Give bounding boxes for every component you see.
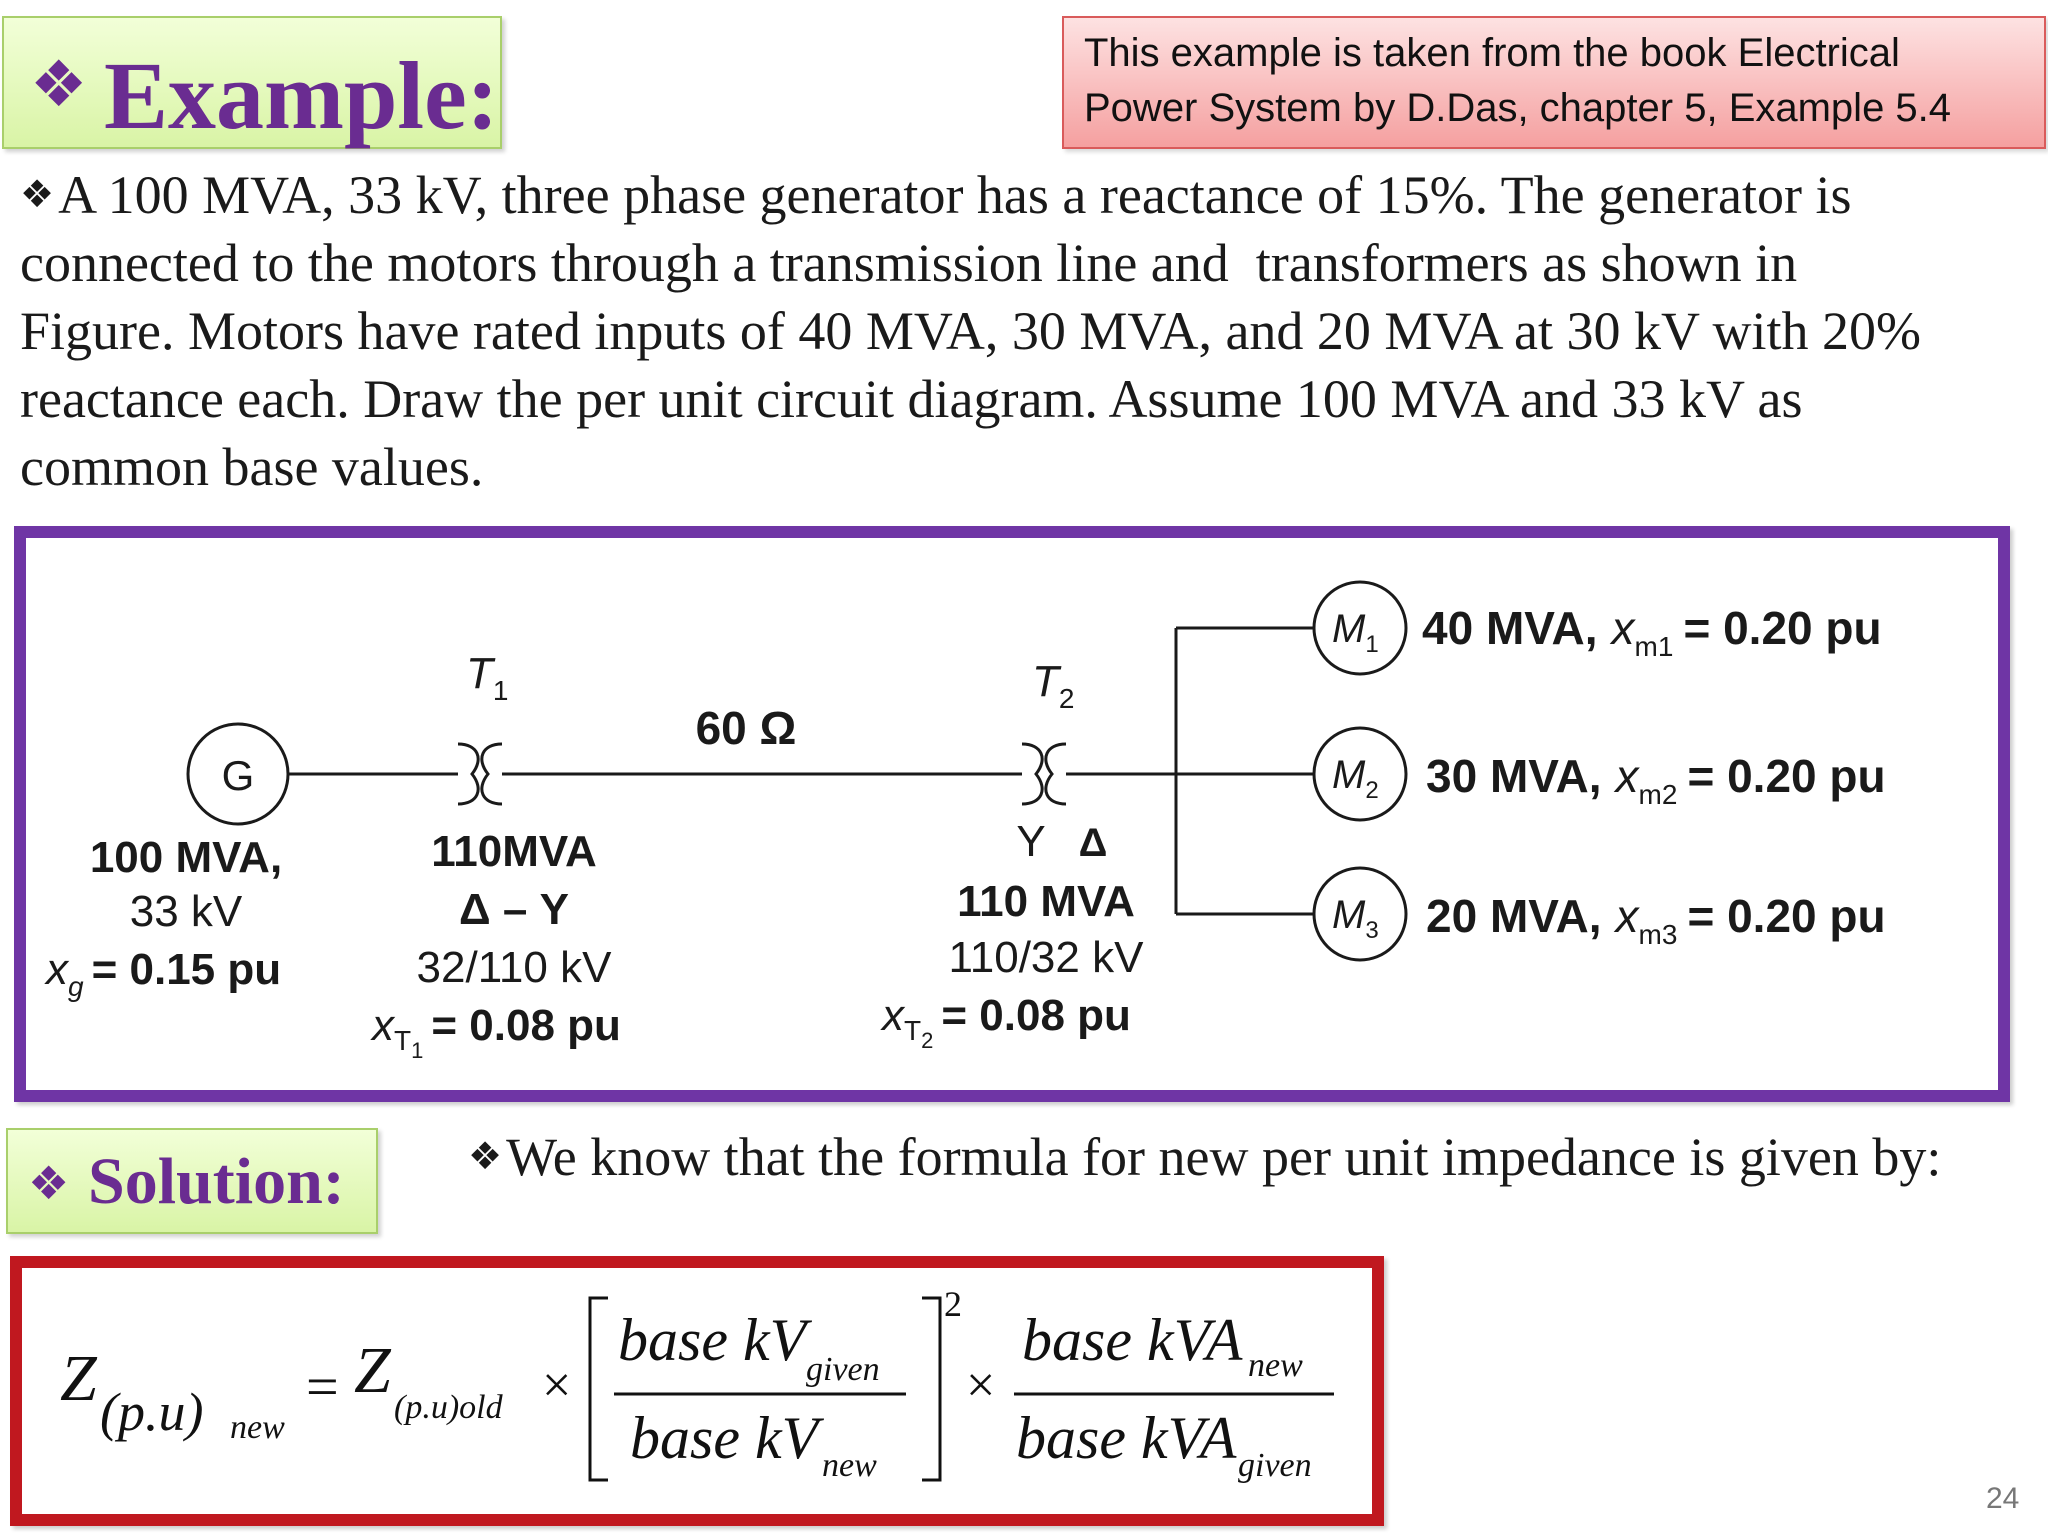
- t1-connection: Δ – Y: [459, 885, 569, 934]
- kv-denominator-subscript: new: [822, 1447, 877, 1484]
- solution-heading: Solution:: [88, 1145, 345, 1218]
- t1-primary-coil: [457, 742, 480, 806]
- diamond-bullet-icon: ❖: [28, 1156, 70, 1210]
- generator-rating: 100 MVA,: [90, 833, 282, 882]
- problem-statement: ❖A 100 MVA, 33 kV, three phase generator…: [20, 160, 2030, 501]
- t2-reactance: xT2= 0.08 pu: [880, 991, 1131, 1053]
- generator-reactance: xg= 0.15 pu: [44, 945, 281, 1002]
- t2-name: T2: [1032, 657, 1074, 714]
- kva-numerator: base kVA: [1022, 1307, 1243, 1373]
- t1-name: T1: [466, 649, 508, 706]
- square-bracket: [588, 1296, 942, 1482]
- t2-ratio: 110/32 kV: [949, 933, 1145, 982]
- z-old-symbol: Z: [354, 1334, 392, 1407]
- t1-rating: 110MVA: [431, 827, 597, 876]
- motor-3-label: 20 MVA,xm3= 0.20 pu: [1426, 890, 1886, 950]
- per-unit-formula: Z (p.u) new = Z (p.u)old × 2 base kV giv…: [60, 1284, 1334, 1484]
- formula-frame: Z (p.u) new = Z (p.u)old × 2 base kV giv…: [10, 1256, 1384, 1526]
- motor-2-label: 30 MVA,xm2= 0.20 pu: [1426, 750, 1886, 810]
- example-heading: Example:: [104, 42, 499, 149]
- motor-1-circle: [1312, 580, 1408, 676]
- kv-denominator: base kV: [630, 1405, 825, 1471]
- circuit-diagram-frame: G 100 MVA, 33 kV xg= 0.15 pu T1 110MVA Δ…: [14, 526, 2010, 1102]
- z-new-subscript-label: new: [230, 1409, 285, 1446]
- bracket-exponent: 2: [944, 1284, 962, 1324]
- z-new-symbol: Z: [60, 1342, 98, 1415]
- generator-voltage: 33 kV: [130, 887, 243, 936]
- problem-line-3: Figure. Motors have rated inputs of 40 M…: [20, 301, 1921, 361]
- t2-winding-right: Δ: [1079, 821, 1108, 865]
- z-new-subscript: (p.u): [100, 1382, 203, 1442]
- solution-heading-box: ❖ Solution:: [6, 1128, 378, 1234]
- diamond-bullet-icon: ❖: [468, 1134, 503, 1178]
- t1-ratio: 32/110 kV: [417, 943, 613, 992]
- generator-symbol: G: [222, 752, 255, 799]
- kva-numerator-subscript: new: [1248, 1347, 1303, 1384]
- problem-line-5: common base values.: [20, 437, 484, 497]
- equals-sign: =: [306, 1354, 339, 1419]
- motor-2-symbol: M2: [1332, 753, 1379, 804]
- diamond-bullet-icon: ❖: [30, 48, 88, 122]
- motor-2-circle: [1312, 726, 1408, 822]
- motor-3-symbol: M3: [1332, 893, 1379, 944]
- kva-denominator-subscript: given: [1238, 1447, 1312, 1484]
- t2-primary-coil: [1021, 742, 1044, 806]
- multiply-sign-2: ×: [966, 1357, 995, 1414]
- kv-numerator: base kV: [618, 1307, 813, 1373]
- diamond-bullet-icon: ❖: [20, 172, 55, 216]
- reference-note: This example is taken from the book Elec…: [1062, 16, 2046, 149]
- problem-line-1: ❖A 100 MVA, 33 kV, three phase generator…: [20, 165, 1852, 225]
- z-old-subscript: (p.u)old: [394, 1389, 504, 1426]
- problem-line-4: reactance each. Draw the per unit circui…: [20, 369, 1803, 429]
- problem-line-2: connected to the motors through a transm…: [20, 233, 1798, 293]
- motor-1-label: 40 MVA,xm1= 0.20 pu: [1422, 602, 1882, 662]
- t1-secondary-coil: [480, 742, 503, 806]
- motor-1-symbol: M1: [1332, 607, 1379, 658]
- reference-line-2: Power System by D.Das, chapter 5, Exampl…: [1084, 86, 1952, 130]
- t2-rating: 110 MVA: [957, 877, 1135, 926]
- t1-reactance: xT1= 0.08 pu: [370, 1001, 621, 1063]
- motor-3-circle: [1312, 866, 1408, 962]
- kv-numerator-subscript: given: [806, 1351, 880, 1388]
- reference-line-1: This example is taken from the book Elec…: [1084, 31, 1900, 75]
- page-number: 24: [1986, 1482, 2020, 1515]
- circuit-diagram: G 100 MVA, 33 kV xg= 0.15 pu T1 110MVA Δ…: [44, 580, 1886, 1063]
- line-impedance: 60 Ω: [696, 702, 797, 754]
- t2-secondary-coil: [1044, 742, 1067, 806]
- t2-winding-left: Y: [1016, 817, 1045, 866]
- kva-denominator: base kVA: [1016, 1405, 1237, 1471]
- multiply-sign-1: ×: [542, 1357, 571, 1414]
- formula-intro: ❖We know that the formula for new per un…: [468, 1127, 1942, 1187]
- example-heading-box: ❖ Example:: [2, 16, 502, 149]
